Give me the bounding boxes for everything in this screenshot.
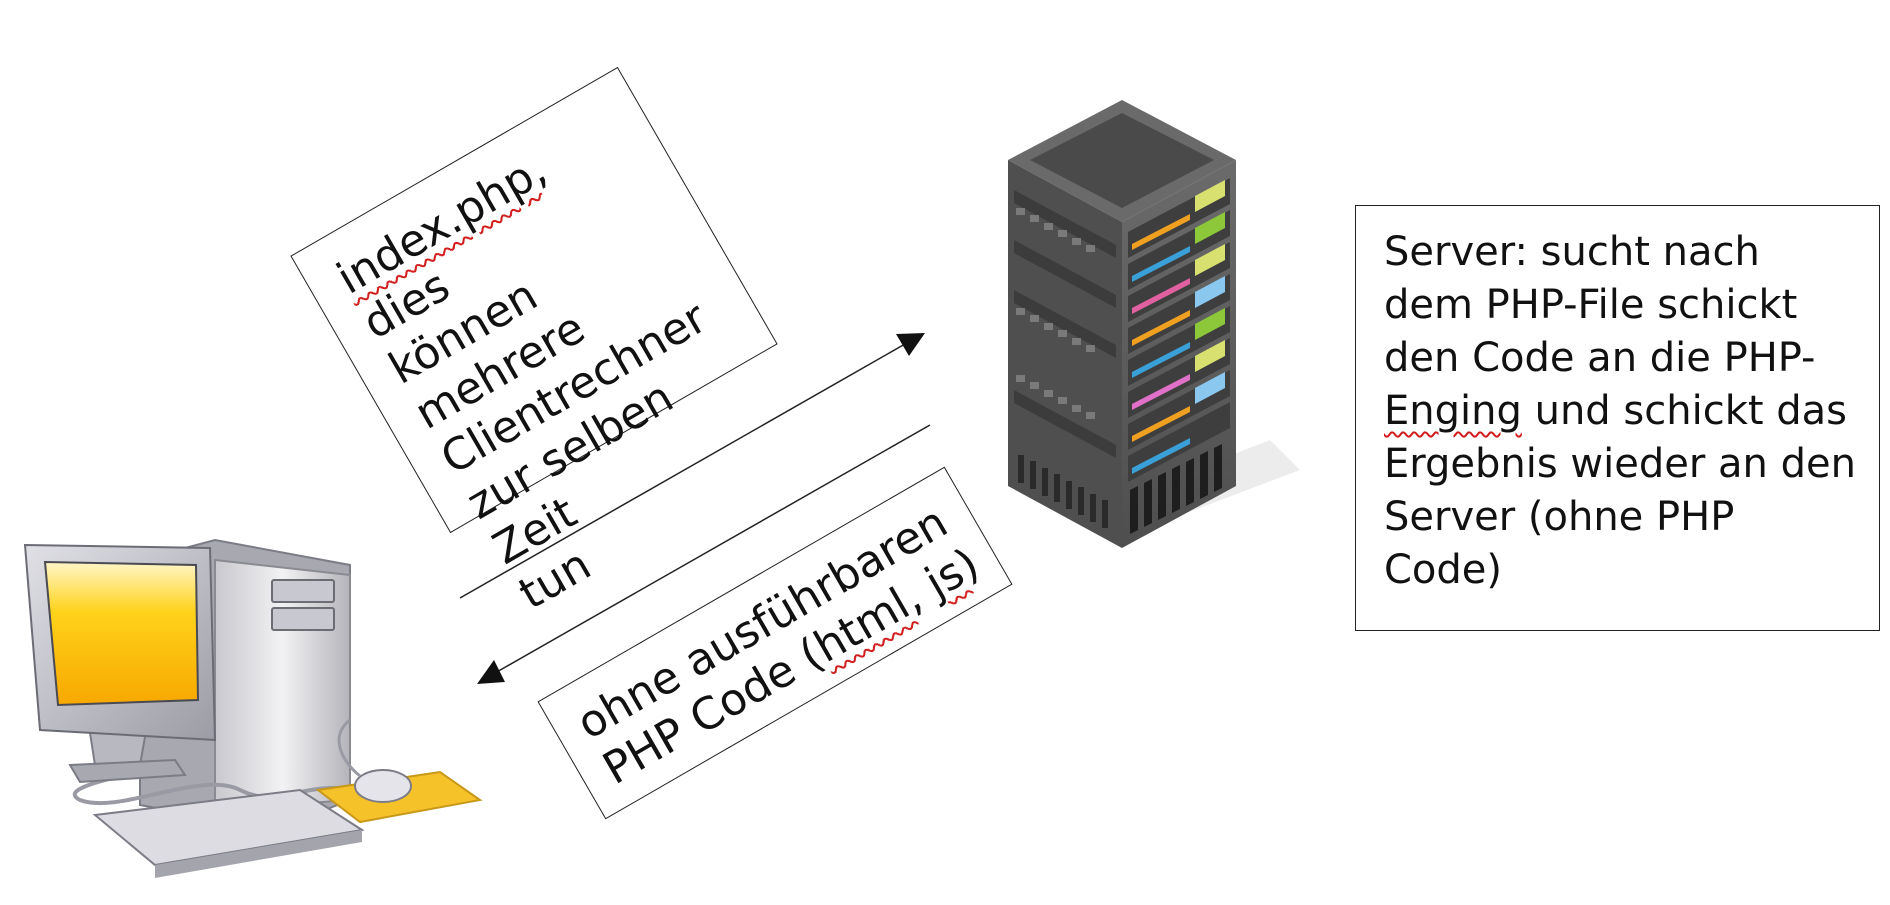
spellcheck-flagged-word: Enging: [1384, 388, 1522, 434]
request-arrow: [459, 333, 925, 599]
arrowhead-icon: [477, 660, 505, 684]
arrowhead-icon: [896, 333, 925, 356]
note-text: und schickt das Ergebnis wieder an den S…: [1384, 388, 1856, 593]
note-text: Server: sucht nach dem PHP-File schickt …: [1384, 229, 1816, 381]
desktop-computer-icon: [23, 538, 483, 878]
response-arrow: [477, 424, 931, 684]
server-note: Server: sucht nach dem PHP-File schickt …: [1355, 205, 1880, 631]
server-rack-icon: [1008, 100, 1300, 548]
